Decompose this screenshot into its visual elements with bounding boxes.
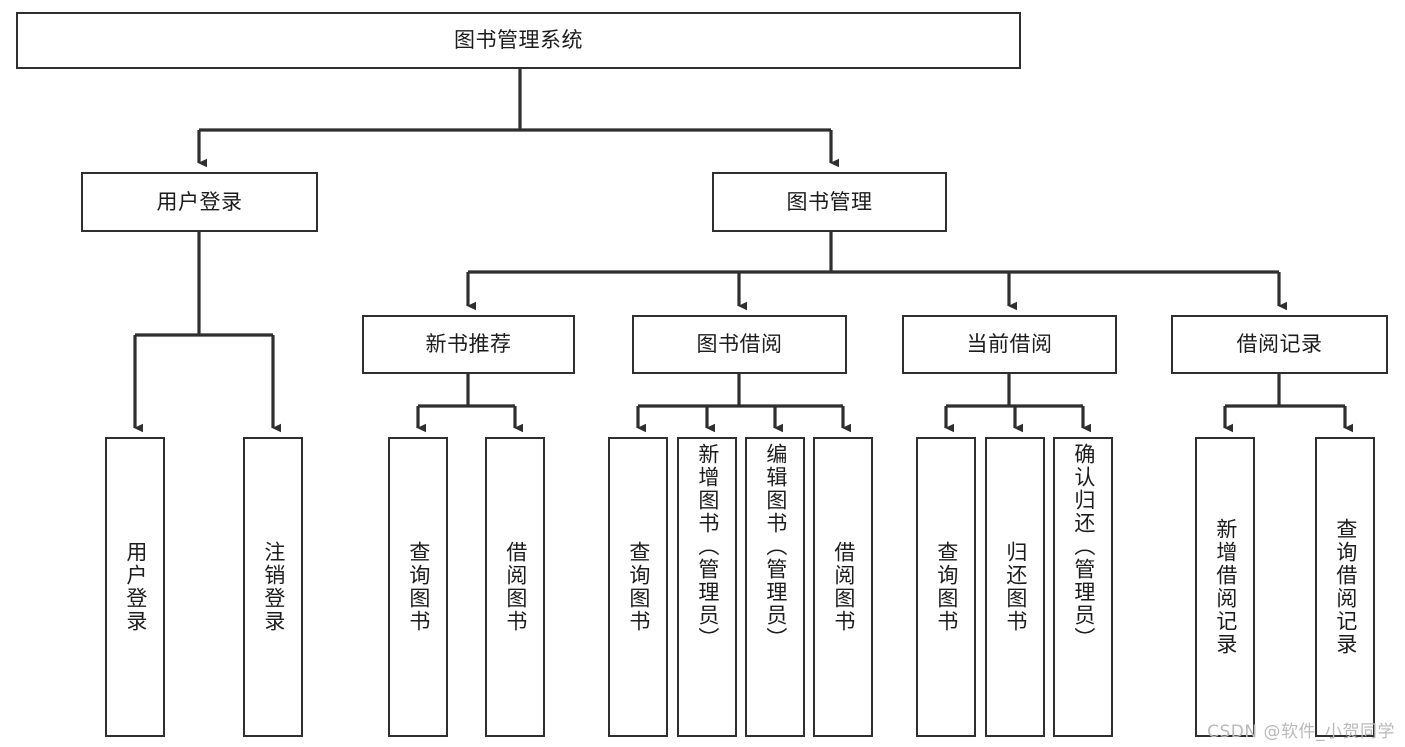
leaf-borrow-query[interactable]: 查询图书 (608, 437, 668, 737)
node-current-borrow-label: 当前借阅 (966, 332, 1053, 357)
node-user-login[interactable]: 用户登录 (81, 172, 318, 232)
node-book-management[interactable]: 图书管理 (712, 172, 947, 232)
node-book-borrow[interactable]: 图书借阅 (632, 315, 847, 374)
leaf-add-book-admin-label: 新增图书（管理员） (695, 443, 720, 650)
node-borrow-records-label: 借阅记录 (1236, 332, 1323, 357)
leaf-add-borrow-record[interactable]: 新增借阅记录 (1195, 437, 1255, 737)
leaf-logout-label: 注销登录 (261, 541, 286, 633)
leaf-new-book-query-label: 查询图书 (406, 541, 431, 633)
leaf-user-login[interactable]: 用户登录 (105, 437, 165, 737)
node-root[interactable]: 图书管理系统 (16, 12, 1021, 69)
leaf-edit-book-admin-label: 编辑图书（管理员） (763, 443, 788, 650)
leaf-add-book-admin[interactable]: 新增图书（管理员） (677, 437, 737, 737)
leaf-confirm-return-admin[interactable]: 确认归还（管理员） (1053, 437, 1113, 737)
leaf-confirm-return-admin-label: 确认归还（管理员） (1071, 443, 1096, 650)
leaf-return-book[interactable]: 归还图书 (985, 437, 1045, 737)
leaf-new-book-borrow-label: 借阅图书 (503, 541, 528, 633)
node-current-borrow[interactable]: 当前借阅 (902, 315, 1117, 374)
node-root-label: 图书管理系统 (454, 28, 583, 53)
leaf-new-book-query[interactable]: 查询图书 (388, 437, 448, 737)
node-new-book-recommend-label: 新书推荐 (425, 332, 512, 357)
node-book-management-label: 图书管理 (786, 189, 873, 214)
leaf-logout[interactable]: 注销登录 (243, 437, 303, 737)
node-borrow-records[interactable]: 借阅记录 (1171, 315, 1388, 374)
leaf-query-borrow-record[interactable]: 查询借阅记录 (1315, 437, 1375, 737)
leaf-query-borrow-record-label: 查询借阅记录 (1333, 518, 1358, 656)
leaf-current-query[interactable]: 查询图书 (916, 437, 976, 737)
leaf-return-book-label: 归还图书 (1003, 541, 1028, 633)
node-user-login-label: 用户登录 (156, 189, 243, 214)
leaf-borrow-book[interactable]: 借阅图书 (813, 437, 873, 737)
node-book-borrow-label: 图书借阅 (696, 332, 783, 357)
node-new-book-recommend[interactable]: 新书推荐 (362, 315, 575, 374)
leaf-borrow-query-label: 查询图书 (626, 541, 651, 633)
leaf-edit-book-admin[interactable]: 编辑图书（管理员） (745, 437, 805, 737)
leaf-add-borrow-record-label: 新增借阅记录 (1213, 518, 1238, 656)
leaf-user-login-label: 用户登录 (123, 541, 148, 633)
leaf-borrow-book-label: 借阅图书 (831, 541, 856, 633)
leaf-new-book-borrow[interactable]: 借阅图书 (485, 437, 545, 737)
leaf-current-query-label: 查询图书 (934, 541, 959, 633)
